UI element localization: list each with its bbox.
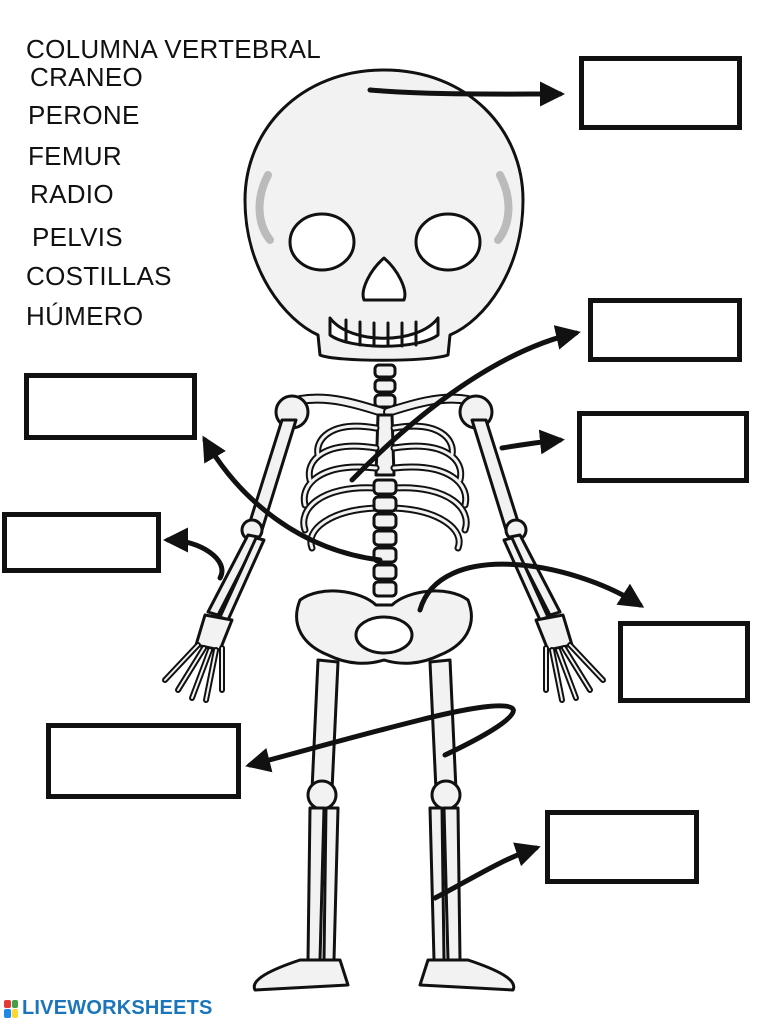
word-radio: RADIO (30, 179, 114, 209)
arrow-pelvis (417, 561, 645, 613)
liveworksheets-logo: LIVEWORKSHEETS (4, 997, 213, 1020)
skull (243, 68, 525, 362)
word-humero: HÚMERO (26, 301, 144, 331)
left-eye-socket (288, 212, 356, 272)
right-femur (428, 658, 458, 792)
nose-cavity (361, 256, 407, 302)
arrow-fibula (432, 842, 541, 901)
right-humerus (470, 418, 522, 532)
right-eye-socket (414, 212, 482, 272)
word-femur: FEMUR (28, 141, 122, 171)
answer-box-spine[interactable] (24, 373, 197, 440)
arrow-skull (367, 81, 565, 107)
right-foot (418, 958, 516, 992)
answer-box-humerus[interactable] (577, 411, 749, 483)
answer-box-skull[interactable] (579, 56, 742, 130)
word-columna-vertebral: COLUMNA VERTEBRAL (26, 34, 322, 64)
answer-box-ribs[interactable] (588, 298, 742, 362)
left-foot (252, 958, 350, 992)
brand-text: LIVEWORKSHEETS (22, 997, 213, 1019)
word-craneo: CRANEO (30, 62, 144, 92)
word-costillas: COSTILLAS (26, 261, 172, 291)
left-femur (310, 658, 340, 792)
arrow-radius (163, 527, 225, 581)
label-arrows (163, 81, 645, 901)
word-pelvis: PELVIS (32, 222, 123, 252)
arrow-femur (245, 703, 516, 773)
arrow-spine (202, 435, 383, 563)
answer-box-pelvis[interactable] (618, 621, 750, 703)
left-hand (194, 613, 234, 652)
answer-box-femur[interactable] (46, 723, 241, 799)
right-hand (534, 613, 574, 652)
liveworksheets-icon (4, 999, 18, 1018)
arrow-ribs (349, 325, 581, 483)
answer-box-fibula[interactable] (545, 810, 699, 884)
word-perone: PERONE (28, 100, 140, 130)
answer-box-radius[interactable] (2, 512, 161, 573)
arrow-humerus (499, 429, 565, 455)
